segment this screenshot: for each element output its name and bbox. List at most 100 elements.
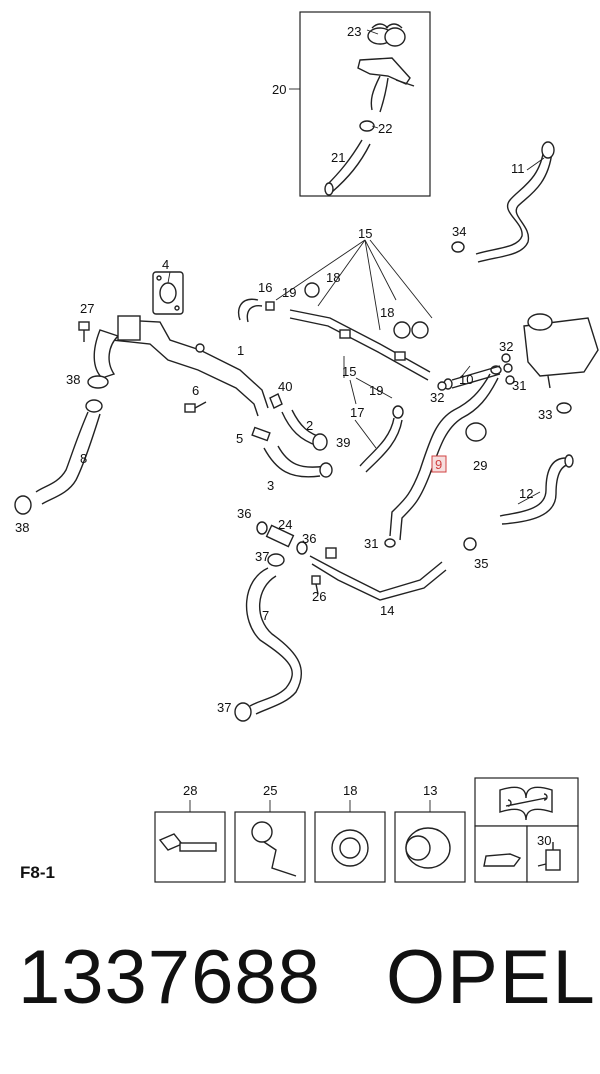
label-29: 29 <box>473 458 487 473</box>
label-31-lower: 31 <box>364 536 378 551</box>
part-31-ring-upper <box>505 375 515 385</box>
label-18-top: 18 <box>326 270 340 285</box>
part-36-ring-right <box>296 541 308 555</box>
part-16-pipe-end <box>237 298 263 323</box>
part-27-bolt <box>78 321 90 342</box>
legend-part-25: 25 <box>234 783 306 883</box>
label-15-mid: 15 <box>342 364 356 379</box>
brand-name: OPEL <box>386 935 597 1020</box>
part-14-pipe <box>309 547 447 601</box>
label-7: 7 <box>262 608 269 623</box>
part-26-bolt <box>311 575 321 595</box>
part-20-bracket <box>357 57 415 113</box>
label-33: 33 <box>538 407 552 422</box>
leader-lines <box>167 157 545 505</box>
label-16: 16 <box>258 280 272 295</box>
label-20: 20 <box>272 82 286 97</box>
label-15-top: 15 <box>358 226 372 241</box>
label-17: 17 <box>350 405 364 420</box>
label-14: 14 <box>380 603 394 618</box>
label-6: 6 <box>192 383 199 398</box>
label-40: 40 <box>278 379 292 394</box>
label-13: 13 <box>423 783 437 798</box>
part-38-clamp-upper <box>87 375 109 389</box>
part-33-clamp <box>556 402 572 414</box>
part-30-sensor <box>537 842 561 871</box>
label-32-upper: 32 <box>499 339 513 354</box>
part-36-ring-left <box>256 521 268 535</box>
label-25: 25 <box>263 783 277 798</box>
label-4: 4 <box>162 257 169 272</box>
part-34-clamp <box>451 241 465 253</box>
part-18-clamp-upper <box>304 282 320 298</box>
part-29-clip <box>465 422 487 442</box>
label-23: 23 <box>347 24 361 39</box>
part-32-ring-upper <box>501 353 513 373</box>
part-35-clamp <box>463 537 477 551</box>
part-32-ring-lower <box>437 381 447 391</box>
expansion-tank <box>523 313 599 389</box>
label-30: 30 <box>537 833 551 848</box>
label-35: 35 <box>474 556 488 571</box>
part-38-clamp-lower <box>14 495 32 515</box>
part-31-ring-lower <box>384 538 396 548</box>
label-19-top: 19 <box>282 285 296 300</box>
part-7-hose <box>245 567 303 715</box>
highlight-box-9 <box>431 455 447 473</box>
part-12-hose <box>499 454 574 525</box>
label-2: 2 <box>306 418 313 433</box>
label-31-upper: 31 <box>512 378 526 393</box>
label-32-lower: 32 <box>430 390 444 405</box>
label-36-right: 36 <box>302 531 316 546</box>
callout-labels: 23 20 22 21 11 34 15 4 16 18 19 27 18 32… <box>15 24 552 715</box>
label-38-upper: 38 <box>66 372 80 387</box>
part-24-pipe <box>265 524 295 548</box>
label-37-upper: 37 <box>255 549 269 564</box>
diagram-ref-code: F8-1 <box>20 863 55 882</box>
part-8-hose <box>35 399 103 505</box>
label-34: 34 <box>452 224 466 239</box>
label-22: 22 <box>378 121 392 136</box>
label-37-lower: 37 <box>217 700 231 715</box>
label-21: 21 <box>331 150 345 165</box>
part-37-clamp-upper <box>267 553 285 567</box>
part-15-pipe <box>289 309 431 381</box>
part-40-clip <box>269 393 283 409</box>
part-21-hose <box>324 139 371 196</box>
label-38-lower: 38 <box>15 520 29 535</box>
label-3: 3 <box>267 478 274 493</box>
label-12: 12 <box>519 486 533 501</box>
legend-service-box: 30 <box>474 777 579 883</box>
part-6-bolt <box>184 401 207 413</box>
label-24: 24 <box>278 517 292 532</box>
label-27: 27 <box>80 301 94 316</box>
footer: 1337688 OPEL <box>18 935 595 1050</box>
inset-box-20 <box>299 11 431 197</box>
part-9-pipe <box>389 365 502 541</box>
label-11: 11 <box>511 161 525 176</box>
label-8: 8 <box>80 451 87 466</box>
part-39-clamp <box>312 433 328 451</box>
label-18-legend: 18 <box>343 783 357 798</box>
part-5-sleeve <box>251 426 271 442</box>
part-number: 1337688 <box>18 935 321 1020</box>
label-26: 26 <box>312 589 326 604</box>
part-19-clip-upper <box>265 301 275 311</box>
legend-part-28: 28 <box>154 783 226 883</box>
manual-wrench-icon <box>499 786 553 821</box>
part-1-pipe <box>93 315 269 417</box>
part-3-hose <box>263 445 333 478</box>
label-1: 1 <box>237 343 244 358</box>
legend-part-13: 13 <box>394 783 466 883</box>
label-9-highlighted: 9 <box>435 457 442 472</box>
part-18-clamp-right <box>393 321 429 339</box>
part-22-ring <box>359 120 375 132</box>
label-28: 28 <box>183 783 197 798</box>
part-17-hose <box>359 405 404 473</box>
label-18-right: 18 <box>380 305 394 320</box>
oil-can-icon <box>483 853 522 867</box>
part-11-hose <box>475 141 555 263</box>
legend-part-18: 18 <box>314 783 386 883</box>
label-19-mid: 19 <box>369 383 383 398</box>
